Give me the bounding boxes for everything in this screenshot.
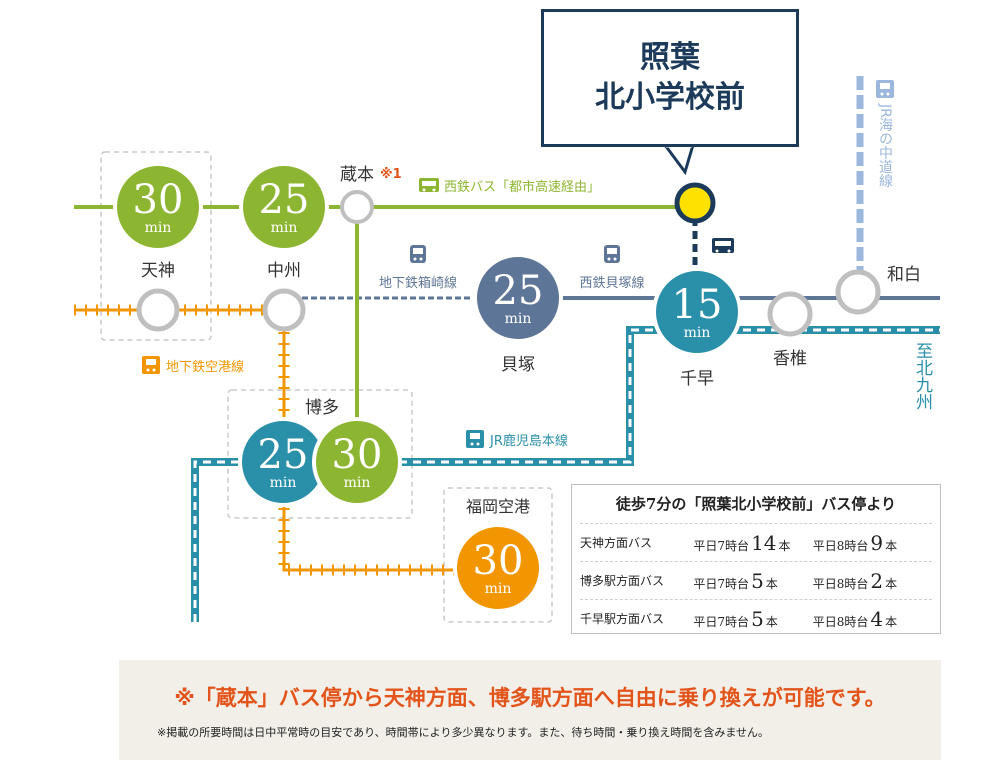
- cell-label: 平日8時台: [812, 538, 869, 553]
- label-airport-line: 地下鉄空港線: [166, 359, 244, 375]
- airport-time: 30: [473, 538, 524, 584]
- cell-number: 4: [870, 606, 884, 631]
- cell-number: 9: [870, 530, 884, 555]
- hakata-green-time-unit: min: [344, 475, 371, 491]
- cell-unit: 本: [778, 538, 791, 553]
- label-jr-uminonaka: JR海の中道線: [877, 103, 893, 188]
- chihaya-time: 15: [672, 282, 723, 328]
- hakata-group-box: [227, 389, 413, 519]
- station-kashii-marker: [767, 291, 813, 337]
- cell-unit: 本: [885, 538, 898, 553]
- kaizuka-time: 25: [493, 268, 544, 314]
- note-box: ※「蔵本」バス停から天神方面、博多駅方面へ自由に乗り換えが可能です。 ※掲載の所…: [119, 660, 941, 760]
- station-nakasu-marker: [262, 288, 306, 332]
- cell-number: 5: [751, 606, 764, 631]
- hakata-green-time-circle: [312, 417, 402, 507]
- tenjin-time-circle: [113, 162, 203, 252]
- label-kashii: 香椎: [773, 349, 807, 369]
- table-direction: 博多駅方面バス: [580, 574, 665, 588]
- label-wajiro: 和白: [887, 265, 921, 285]
- destination-callout: 照葉 北小学校前: [541, 9, 799, 147]
- label-airport: 福岡空港: [466, 497, 530, 516]
- label-hakata: 博多: [305, 398, 339, 418]
- chihaya-time-circle: [652, 267, 742, 357]
- station-wajiro-marker: [835, 269, 881, 315]
- cell-label: 平日7時台: [693, 576, 750, 591]
- hakata-blue-time: 25: [258, 432, 309, 478]
- station-tenjin-marker: [136, 288, 180, 332]
- callout-pointer: [662, 143, 696, 176]
- train-icon: [876, 80, 894, 98]
- airport-group-box: [443, 487, 553, 623]
- cell-number: 5: [751, 568, 764, 593]
- cell-unit: 本: [765, 576, 778, 591]
- airport-time-circle: [453, 523, 543, 613]
- label-kaizuka-line: 西鉄貝塚線: [579, 275, 644, 291]
- label-nakasu: 中州: [267, 261, 301, 281]
- hakata-blue-time-unit: min: [270, 475, 297, 491]
- cell-number: 14: [751, 530, 777, 555]
- nakasu-time: 25: [259, 177, 310, 223]
- destination-marker: [674, 182, 716, 224]
- table-direction: 天神方面バス: [580, 536, 653, 550]
- cell-label: 平日8時台: [812, 576, 869, 591]
- cell-label: 平日8時台: [812, 614, 869, 629]
- label-kuramoto-mark: ※1: [380, 167, 402, 182]
- train-icon: [604, 245, 620, 263]
- label-nishitetsu-bus: 西鉄バス「都市高速経由」: [444, 179, 600, 195]
- label-kuramoto: 蔵本: [340, 165, 374, 185]
- cell-unit: 本: [885, 614, 898, 629]
- cell-unit: 本: [765, 614, 778, 629]
- airport-time-unit: min: [485, 581, 512, 597]
- train-icon: [410, 245, 426, 263]
- nakasu-time-circle: [239, 162, 329, 252]
- bus-icon: [712, 238, 734, 253]
- train-icon: [142, 356, 160, 374]
- callout-line2: 北小学校前: [595, 80, 745, 115]
- callout-line1: 照葉: [640, 40, 700, 75]
- bus-icon: [419, 178, 439, 192]
- tenjin-time: 30: [133, 177, 184, 223]
- table-direction: 千早駅方面バス: [580, 612, 665, 626]
- label-kaizuka: 貝塚: [501, 355, 535, 375]
- tenjin-time-unit: min: [145, 220, 172, 236]
- note-main: ※「蔵本」バス停から天神方面、博多駅方面へ自由に乗り換えが可能です。: [174, 686, 886, 710]
- note-sub: ※掲載の所要時間は日中平常時の目安であり、時間帯により多少異なります。また、待ち…: [157, 726, 770, 739]
- chihaya-time-unit: min: [684, 325, 711, 341]
- label-to-kitakyushu: 至北九州: [912, 342, 933, 410]
- kaizuka-time-unit: min: [505, 311, 532, 327]
- table-title: 徒歩7分の「照葉北小学校前」バス停より: [615, 495, 897, 513]
- hakata-green-time: 30: [332, 432, 383, 478]
- nakasu-time-unit: min: [271, 220, 298, 236]
- label-hakozaki: 地下鉄箱崎線: [379, 275, 457, 291]
- label-kagoshima: JR鹿児島本線: [489, 433, 568, 449]
- label-tenjin: 天神: [141, 261, 175, 281]
- cell-number: 2: [870, 568, 884, 593]
- cell-label: 平日7時台: [693, 538, 750, 553]
- label-chihaya: 千早: [680, 369, 714, 389]
- tenjin-group-box: [100, 151, 212, 341]
- train-icon: [466, 430, 484, 448]
- cell-label: 平日7時台: [693, 614, 750, 629]
- kaizuka-time-circle: [473, 253, 563, 343]
- station-kuramoto-marker: [340, 190, 374, 224]
- cell-unit: 本: [885, 576, 898, 591]
